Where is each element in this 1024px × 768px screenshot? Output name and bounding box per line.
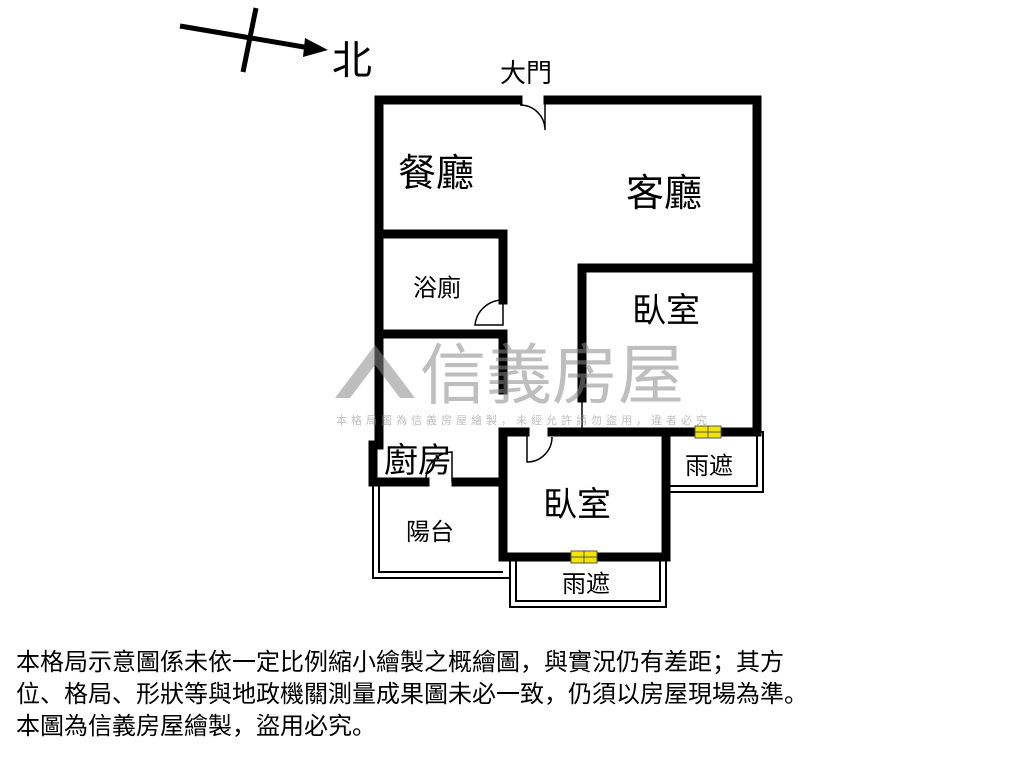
bathroom-label: 浴廁: [413, 274, 461, 302]
disclaimer-line: 本圖為信義房屋繪製，盜用必究。: [16, 712, 376, 740]
canopy-1-label: 雨遮: [685, 452, 733, 480]
doors: [425, 100, 611, 482]
bedroom-2-door: [526, 432, 553, 463]
living-label: 客廳: [626, 171, 702, 215]
disclaimer-line: 位、格局、形狀等與地政機關測量成果圖未必一致，仍須以房屋現場為準。: [16, 680, 808, 708]
bedroom-2-label: 臥室: [543, 485, 611, 525]
brand-logo-icon: [335, 345, 415, 398]
kitchen-label: 廚房: [384, 441, 452, 481]
disclaimer: 本格局示意圖係未依一定比例縮小繪製之概繪圖，與實況仍有差距；其方 位、格局、形狀…: [16, 646, 1016, 742]
watermark-brand: 信義房屋: [420, 337, 684, 414]
main-door-label: 大門: [500, 59, 552, 89]
balcony-door: [425, 451, 453, 482]
bedroom-1-label: 臥室: [632, 291, 700, 331]
bedroom-1-door: [581, 400, 611, 434]
north-arrow-icon: [179, 7, 328, 73]
disclaimer-line: 本格局示意圖係未依一定比例縮小繪製之概繪圖，與實況仍有差距；其方: [16, 648, 784, 676]
canopy-2-label: 雨遮: [562, 570, 610, 598]
dining-label: 餐廳: [398, 151, 474, 195]
balcony-label: 陽台: [406, 518, 454, 546]
watermark-notice: 本格局圖為信義房屋繪製，未經允許請勿盜用，違者必究: [336, 413, 711, 427]
window-icon: [570, 425, 722, 564]
watermark: 信義房屋 本格局圖為信義房屋繪製，未經允許請勿盜用，違者必究: [335, 337, 711, 427]
north-label: 北: [332, 38, 372, 84]
walls: [368, 95, 762, 562]
main-door: [519, 100, 546, 131]
bathroom-door: [474, 299, 504, 326]
